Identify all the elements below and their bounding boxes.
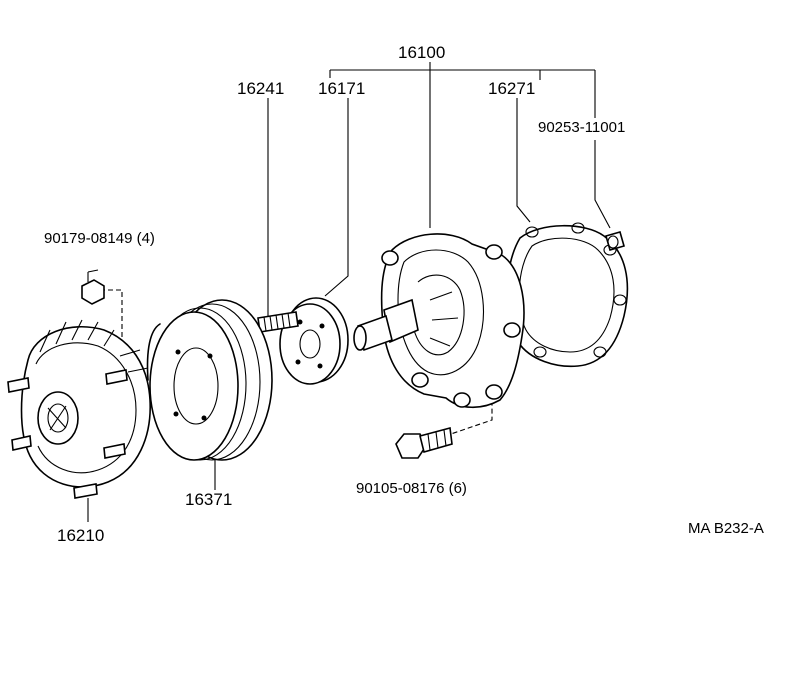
pin-part <box>605 231 625 251</box>
leader-bolt <box>444 402 493 437</box>
nut-part <box>81 269 105 305</box>
label-90253: 90253-11001 <box>538 119 626 136</box>
label-90105-qty: (6) <box>448 480 467 497</box>
label-16371: 16371 <box>185 490 233 509</box>
pulley-seat-part <box>279 297 349 385</box>
gasket-part <box>506 222 629 368</box>
label-16271: 16271 <box>488 79 536 98</box>
label-90179: 90179-08149 (4) <box>44 231 155 246</box>
label-16100: 16100 <box>398 43 446 62</box>
label-90179-number: 90179-08149 <box>44 230 133 247</box>
water-pump-part <box>353 233 525 409</box>
bolt-part <box>395 426 453 459</box>
label-16210: 16210 <box>57 526 105 545</box>
fan-pulley-part <box>146 299 273 461</box>
leader-pin <box>594 140 611 229</box>
label-90105-number: 90105-08176 <box>356 480 445 497</box>
leader-16271 <box>516 98 531 223</box>
leader-lines <box>87 62 611 522</box>
label-90105: 90105-08176 (6) <box>356 481 467 496</box>
catalog-code: MA B232-A <box>688 520 764 537</box>
label-90179-qty: (4) <box>136 230 155 247</box>
fan-clutch-part <box>7 319 151 499</box>
leader-16171 <box>324 98 349 297</box>
label-16241: 16241 <box>237 79 285 98</box>
label-16171: 16171 <box>318 79 366 98</box>
